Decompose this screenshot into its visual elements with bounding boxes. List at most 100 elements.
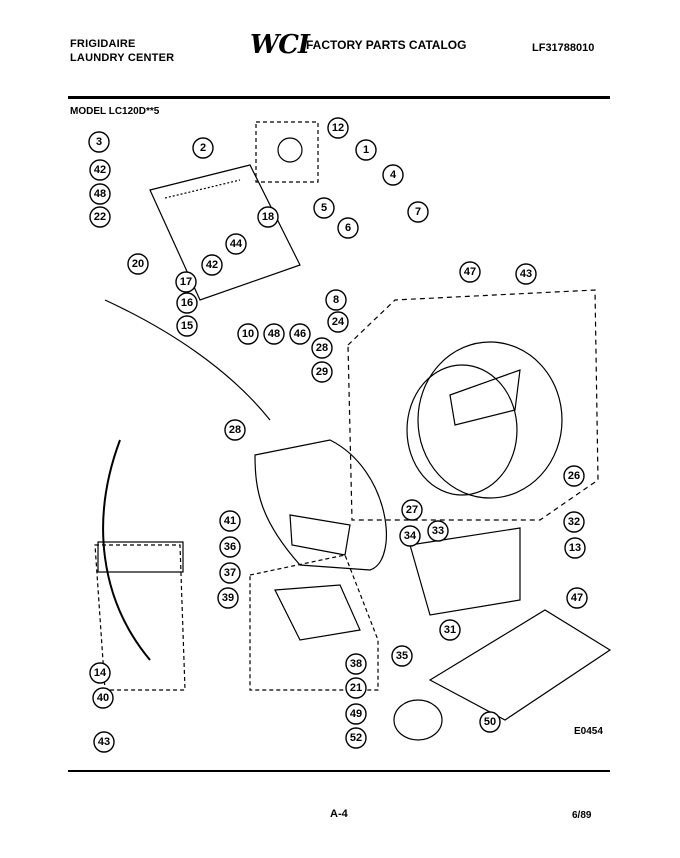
callout-circle	[345, 703, 367, 725]
drum-housing	[347, 289, 599, 521]
callout-circle	[192, 137, 214, 159]
callout-circle	[219, 536, 241, 558]
callout-28: 28	[311, 337, 333, 359]
callout-15: 15	[176, 315, 198, 337]
duct-collar	[393, 699, 443, 741]
exhaust-duct	[428, 609, 612, 721]
callout-8: 8	[325, 289, 347, 311]
footer-rule	[68, 770, 610, 772]
callout-32: 32	[563, 511, 585, 533]
callout-13: 13	[564, 537, 586, 559]
callout-3: 3	[88, 131, 110, 153]
callout-38: 38	[345, 653, 367, 675]
callout-43: 43	[93, 731, 115, 753]
callout-circle	[407, 201, 429, 223]
timer-housing	[255, 121, 319, 183]
callout-14: 14	[89, 662, 111, 684]
callout-number: 47	[464, 266, 476, 278]
callout-circle	[89, 662, 111, 684]
console-strip	[97, 541, 184, 573]
callout-circle	[327, 311, 349, 333]
callout-circle	[399, 525, 421, 547]
callout-number: 29	[316, 366, 328, 378]
callout-circle	[566, 587, 588, 609]
callout-number: 22	[94, 211, 106, 223]
callout-34: 34	[399, 525, 421, 547]
brand-name: FRIGIDAIRE	[70, 38, 136, 50]
callout-circle	[89, 159, 111, 181]
cabinet-curve	[102, 439, 151, 661]
callout-52: 52	[345, 727, 367, 749]
callout-49: 49	[345, 703, 367, 725]
callout-48: 48	[89, 183, 111, 205]
callout-40: 40	[92, 687, 114, 709]
callout-number: 14	[94, 667, 107, 679]
callout-circle	[327, 117, 349, 139]
callout-42: 42	[201, 254, 223, 276]
lint-filter-box	[249, 554, 379, 691]
callout-number: 15	[181, 320, 193, 332]
callout-circle	[88, 131, 110, 153]
callout-circle	[257, 206, 279, 228]
callout-circle	[345, 653, 367, 675]
callout-number: 38	[350, 658, 362, 670]
callout-number: 52	[350, 732, 362, 744]
callout-48: 48	[263, 323, 285, 345]
callout-number: 49	[350, 708, 362, 720]
callout-circle	[127, 253, 149, 275]
callout-number: 2	[200, 142, 206, 154]
drum-baffle	[449, 369, 521, 426]
callout-number: 43	[520, 268, 532, 280]
callout-circle	[515, 263, 537, 285]
callout-46: 46	[289, 323, 311, 345]
callout-number: 46	[294, 328, 306, 340]
callout-circle	[563, 511, 585, 533]
callout-number: 35	[396, 650, 408, 662]
callout-number: 3	[96, 136, 102, 148]
callout-2: 2	[192, 137, 214, 159]
callout-number: 6	[345, 222, 351, 234]
callout-number: 28	[229, 424, 241, 436]
callout-4: 4	[382, 164, 404, 186]
callout-number: 13	[569, 542, 581, 554]
callout-circle	[439, 619, 461, 641]
callout-circle	[219, 562, 241, 584]
callout-circle	[459, 261, 481, 283]
callout-number: 40	[97, 692, 109, 704]
callout-circle	[175, 271, 197, 293]
diagram-code: E0454	[574, 726, 603, 737]
callout-24: 24	[327, 311, 349, 333]
callout-circle	[563, 465, 585, 487]
callout-39: 39	[217, 587, 239, 609]
callout-21: 21	[345, 677, 367, 699]
drum-rim	[417, 341, 563, 499]
callout-47: 47	[566, 587, 588, 609]
callout-number: 44	[230, 238, 243, 250]
callout-circle	[263, 323, 285, 345]
callout-circle	[217, 587, 239, 609]
drum-inner	[406, 364, 518, 496]
callout-circle	[401, 499, 423, 521]
callout-12: 12	[327, 117, 349, 139]
bulkhead-plate	[289, 514, 351, 556]
callout-circle	[382, 164, 404, 186]
callout-circle	[564, 537, 586, 559]
callout-circle	[479, 711, 501, 733]
callout-29: 29	[311, 361, 333, 383]
wci-logo: WCI	[250, 30, 310, 60]
cabinet-edge	[104, 299, 271, 421]
callout-number: 4	[390, 169, 397, 181]
callout-number: 8	[333, 294, 339, 306]
callout-7: 7	[407, 201, 429, 223]
callout-number: 10	[242, 328, 254, 340]
callout-number: 1	[363, 144, 369, 156]
lint-screen	[274, 584, 361, 641]
callout-number: 43	[98, 736, 110, 748]
callout-28: 28	[224, 419, 246, 441]
callout-number: 28	[316, 342, 328, 354]
callout-circle	[345, 677, 367, 699]
callout-17: 17	[175, 271, 197, 293]
callout-number: 34	[404, 530, 417, 542]
callout-circle	[289, 323, 311, 345]
callout-number: 42	[206, 259, 218, 271]
